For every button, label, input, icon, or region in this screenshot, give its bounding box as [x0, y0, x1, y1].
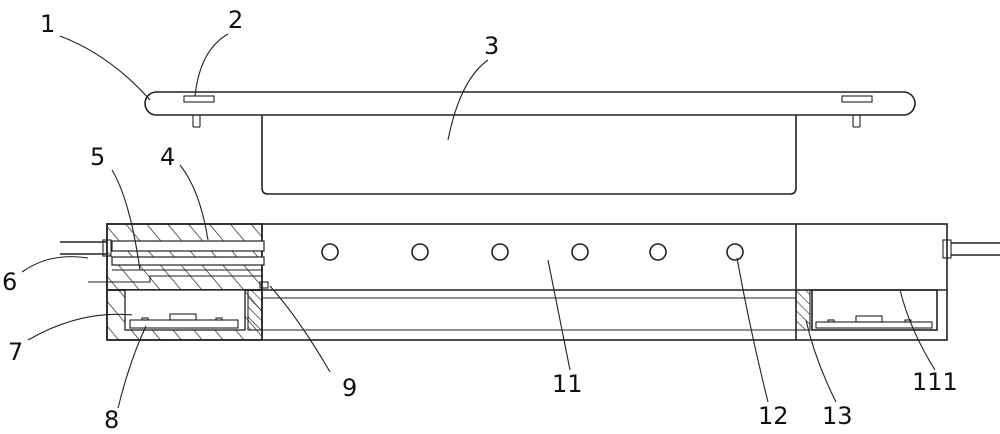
part-labels: 1 2 3 5 4 6 7 8 9 11 12 13 111: [2, 6, 958, 434]
part-6-cable: [60, 240, 111, 256]
part-9-seal-strip: [248, 290, 262, 330]
label-4: 4: [160, 143, 175, 171]
part-111-pocket: [812, 290, 937, 330]
label-6: 6: [2, 268, 17, 296]
label-1: 1: [40, 10, 55, 38]
part-13-seal-strip: [796, 290, 810, 330]
part-3-lower-plate: [262, 115, 796, 194]
label-7: 7: [8, 338, 23, 366]
top-cover-assembly: [145, 92, 915, 194]
part-4-rod: [112, 241, 264, 251]
label-11: 11: [552, 370, 583, 398]
part-8-pocket: [125, 290, 245, 330]
right-cable: [943, 240, 1000, 258]
part-1-cover-plate: [145, 92, 915, 115]
label-8: 8: [104, 406, 119, 434]
part-5-rod: [112, 257, 264, 265]
label-9: 9: [342, 374, 357, 402]
part-2-left-stud: [184, 96, 214, 127]
label-3: 3: [484, 32, 499, 60]
label-111: 111: [912, 368, 958, 396]
label-5: 5: [90, 143, 105, 171]
label-2: 2: [228, 6, 243, 34]
part-2-right-stud: [842, 96, 872, 127]
label-13: 13: [822, 402, 853, 430]
lower-housing: [60, 224, 1000, 340]
part-12-holes: [322, 244, 743, 260]
leader-lines: [22, 34, 935, 408]
label-12: 12: [758, 402, 789, 430]
